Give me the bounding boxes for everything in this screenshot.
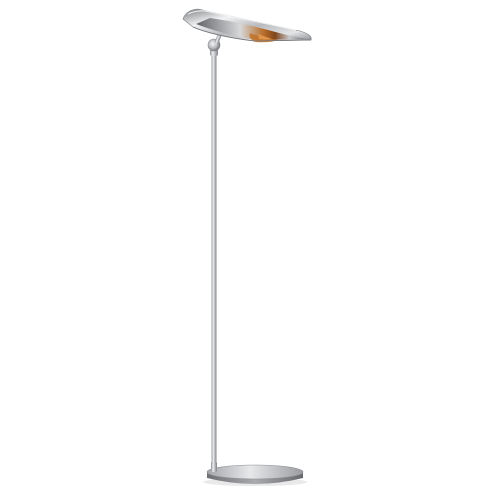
swivel-joint — [207, 34, 222, 56]
lamp-pole — [211, 52, 217, 464]
lamp-shade — [182, 8, 312, 43]
lamp-base — [206, 462, 304, 484]
